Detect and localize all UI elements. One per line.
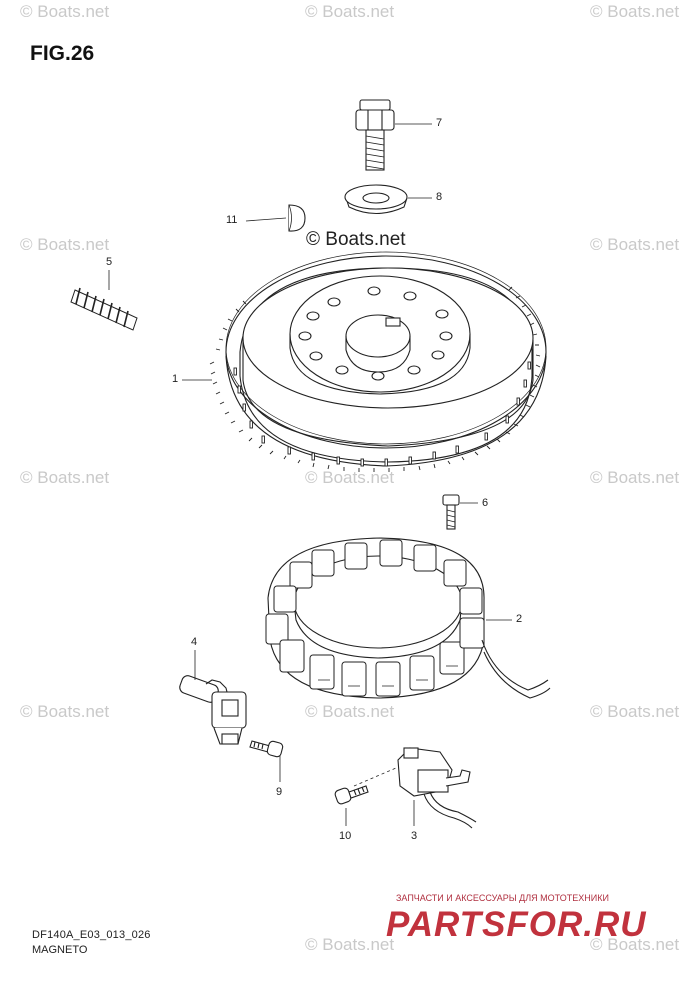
advert-text: ЗАПЧАСТИ И АКСЕССУАРЫ ДЛЯ МОТОТЕХНИКИ: [396, 893, 609, 903]
callout-6[interactable]: 6: [482, 497, 489, 509]
callout-11[interactable]: 11: [226, 214, 238, 226]
stator-icon: [265, 537, 551, 699]
callout-2[interactable]: 2: [516, 613, 523, 625]
drawing-code: DF140A_E03_013_026: [32, 929, 151, 941]
washer-icon: [344, 184, 408, 215]
callout-7[interactable]: 7: [436, 117, 443, 129]
watermark: © Boats.net: [20, 702, 110, 721]
screw-icon: [334, 785, 369, 805]
spring-icon: [70, 287, 138, 331]
key-icon: [288, 204, 306, 232]
bolt-icon: [355, 99, 395, 171]
callout-8[interactable]: 8: [436, 191, 443, 203]
watermark: © Boats.net: [590, 2, 680, 21]
watermark: © Boats.net: [20, 468, 110, 487]
figure-caption: MAGNETO: [32, 944, 88, 956]
callout-9[interactable]: 9: [276, 786, 283, 798]
leader-lines: [108, 123, 512, 826]
advert-logo: PARTSFOR.RU: [386, 905, 647, 944]
callout-4[interactable]: 4: [191, 636, 198, 648]
screw-icon: [249, 740, 284, 758]
watermark: © Boats.net: [305, 468, 395, 487]
sensor-icon: [179, 675, 247, 745]
callout-1[interactable]: 1: [172, 373, 179, 385]
watermark: © Boats.net: [590, 702, 680, 721]
watermark: © Boats.net: [305, 2, 395, 21]
watermark: © Boats.net: [590, 935, 680, 954]
callout-5[interactable]: 5: [106, 256, 113, 268]
center-watermark: © Boats.net: [306, 229, 406, 250]
bolt-icon: [442, 494, 460, 530]
watermark: © Boats.net: [20, 235, 110, 254]
pulser-coil-icon: [397, 747, 477, 829]
figure-title: FIG.26: [30, 42, 95, 65]
watermark: © Boats.net: [590, 468, 680, 487]
flywheel-icon: [209, 251, 547, 472]
watermark: © Boats.net: [590, 235, 680, 254]
watermark: © Boats.net: [305, 935, 395, 954]
callout-10[interactable]: 10: [339, 830, 352, 842]
watermark: © Boats.net: [20, 2, 110, 21]
callout-3[interactable]: 3: [411, 830, 418, 842]
watermark: © Boats.net: [305, 702, 395, 721]
